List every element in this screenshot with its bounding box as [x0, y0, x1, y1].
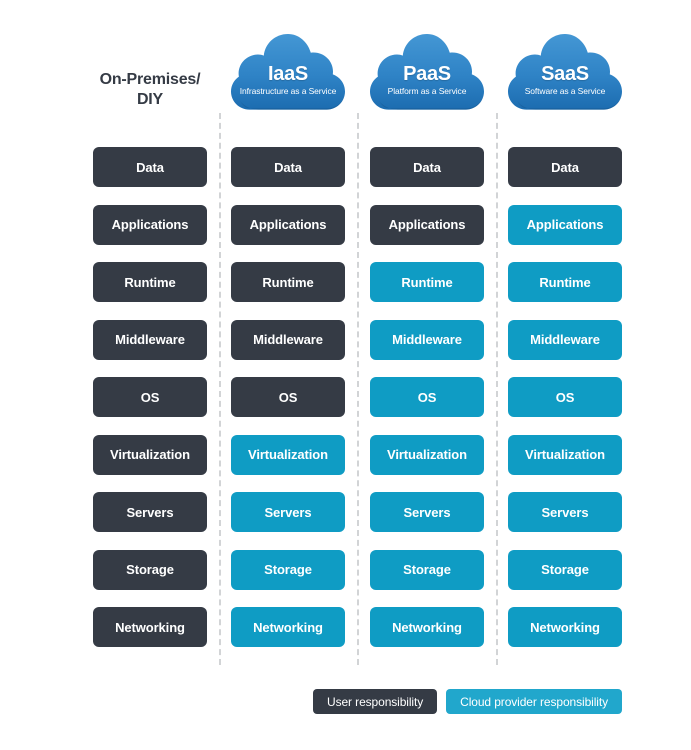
layer-cell-iaas-storage: Storage	[231, 549, 345, 590]
layer-cell-on_premises-runtime: Runtime	[93, 262, 207, 302]
layer-cell-on_premises-virtualization: Virtualization	[93, 434, 207, 475]
layer-cell-paas-data: Data	[370, 147, 484, 187]
layer-cell-on_premises-middleware: Middleware	[93, 319, 207, 360]
layer-cell-iaas-applications: Applications	[231, 204, 345, 245]
layer-cell-iaas-os: OS	[231, 377, 345, 417]
layer-cell-on_premises-applications: Applications	[93, 204, 207, 245]
column-divider-2	[357, 113, 359, 665]
layer-cell-saas-networking: Networking	[508, 607, 622, 647]
column-header-on_premises: On-Premises/DIY	[93, 70, 207, 111]
layer-cell-paas-runtime: Runtime	[370, 262, 484, 302]
layer-cell-paas-networking: Networking	[370, 607, 484, 647]
layer-cell-saas-servers: Servers	[508, 492, 622, 532]
layer-cell-iaas-servers: Servers	[231, 492, 345, 532]
layer-cell-saas-virtualization: Virtualization	[508, 434, 622, 475]
layer-cell-iaas-virtualization: Virtualization	[231, 434, 345, 475]
layer-cell-saas-os: OS	[508, 377, 622, 417]
layer-cell-on_premises-storage: Storage	[93, 549, 207, 590]
layer-cell-paas-middleware: Middleware	[370, 319, 484, 360]
layer-cell-paas-storage: Storage	[370, 549, 484, 590]
layer-cell-paas-os: OS	[370, 377, 484, 417]
layer-cell-iaas-runtime: Runtime	[231, 262, 345, 302]
layer-cell-on_premises-data: Data	[93, 147, 207, 187]
layer-cell-paas-virtualization: Virtualization	[370, 434, 484, 475]
legend-item-provider: Cloud provider responsibility	[446, 689, 622, 714]
layer-cell-on_premises-servers: Servers	[93, 492, 207, 532]
layer-cell-saas-runtime: Runtime	[508, 262, 622, 302]
layer-cell-iaas-networking: Networking	[231, 607, 345, 647]
layer-cell-saas-storage: Storage	[508, 549, 622, 590]
layer-cell-iaas-middleware: Middleware	[231, 319, 345, 360]
layer-cell-paas-servers: Servers	[370, 492, 484, 532]
legend-item-user: User responsibility	[313, 689, 438, 714]
layer-cell-iaas-data: Data	[231, 147, 345, 187]
layer-cell-saas-applications: Applications	[508, 204, 622, 245]
layer-cell-on_premises-os: OS	[93, 377, 207, 417]
layer-cell-saas-data: Data	[508, 147, 622, 187]
layer-cell-paas-applications: Applications	[370, 204, 484, 245]
column-header-line-1: On-Premises/	[99, 71, 201, 88]
column-divider-3	[496, 113, 498, 665]
column-header-line-2: DIY	[136, 91, 164, 109]
layer-cell-saas-middleware: Middleware	[508, 319, 622, 360]
layer-cell-on_premises-networking: Networking	[93, 607, 207, 647]
legend: User responsibility Cloud provider respon…	[313, 689, 622, 714]
column-divider-1	[219, 113, 221, 665]
